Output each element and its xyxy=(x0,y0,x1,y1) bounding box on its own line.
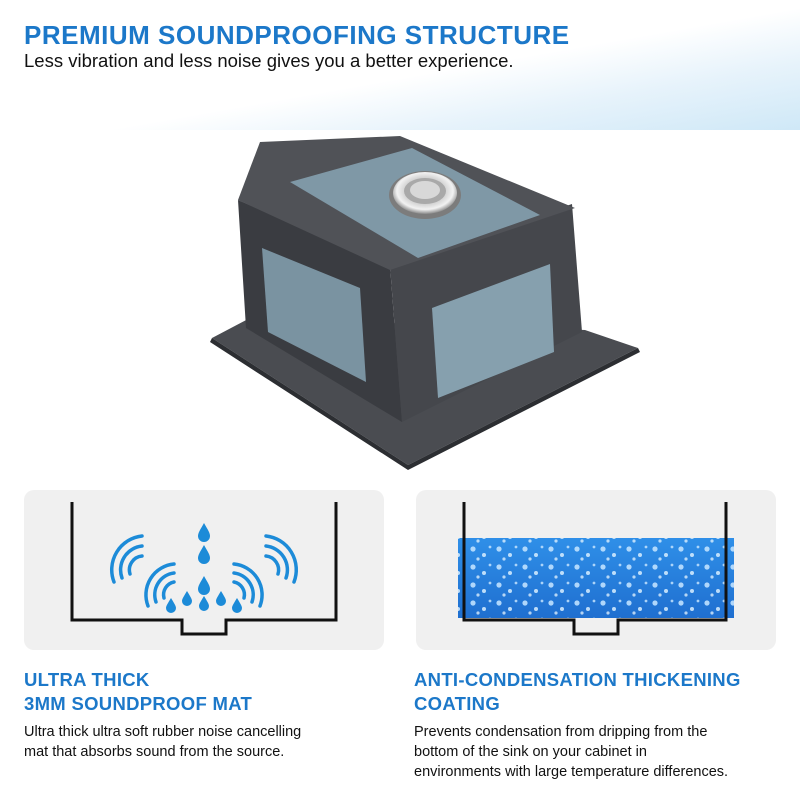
feature-desc-line: Ultra thick ultra soft rubber noise canc… xyxy=(24,724,302,740)
page-subtitle: Less vibration and less noise gives you … xyxy=(24,50,514,71)
feature-title-line: COATING xyxy=(414,693,501,714)
sound-waves xyxy=(110,534,298,608)
feature-panel-soundproof xyxy=(24,490,384,650)
feature-desc-soundproof: Ultra thick ultra soft rubber noise canc… xyxy=(24,722,301,762)
drain-core xyxy=(410,181,440,199)
sound-absorb-icon xyxy=(70,502,338,636)
feature-title-coating: ANTI-CONDENSATION THICKENING COATING xyxy=(414,668,741,716)
sink-profile-outline xyxy=(462,502,728,636)
water-droplets xyxy=(458,538,734,618)
condensation-coating-icon xyxy=(458,502,734,636)
feature-title-line: ULTRA THICK xyxy=(24,669,150,690)
feature-desc-line: Prevents condensation from dripping from… xyxy=(414,724,708,740)
feature-desc-line: mat that absorbs sound from the source. xyxy=(24,744,285,760)
page-title: PREMIUM SOUNDPROOFING STRUCTURE xyxy=(24,20,570,50)
feature-desc-line: environments with large temperature diff… xyxy=(414,764,729,780)
feature-desc-line: bottom of the sink on your cabinet in xyxy=(414,744,647,760)
feature-title-soundproof: ULTRA THICK 3MM SOUNDPROOF MAT xyxy=(24,668,252,716)
sink-underside-illustration xyxy=(210,136,640,470)
feature-title-line: 3MM SOUNDPROOF MAT xyxy=(24,693,253,714)
water-drops xyxy=(166,523,242,613)
feature-title-line: ANTI-CONDENSATION THICKENING xyxy=(414,669,741,690)
header-background xyxy=(0,0,800,130)
sound-mat-left xyxy=(262,248,366,382)
sink-profile-outline xyxy=(70,502,338,636)
sound-mat-right xyxy=(432,264,554,398)
feature-desc-coating: Prevents condensation from dripping from… xyxy=(414,722,728,782)
feature-panel-coating xyxy=(416,490,776,650)
